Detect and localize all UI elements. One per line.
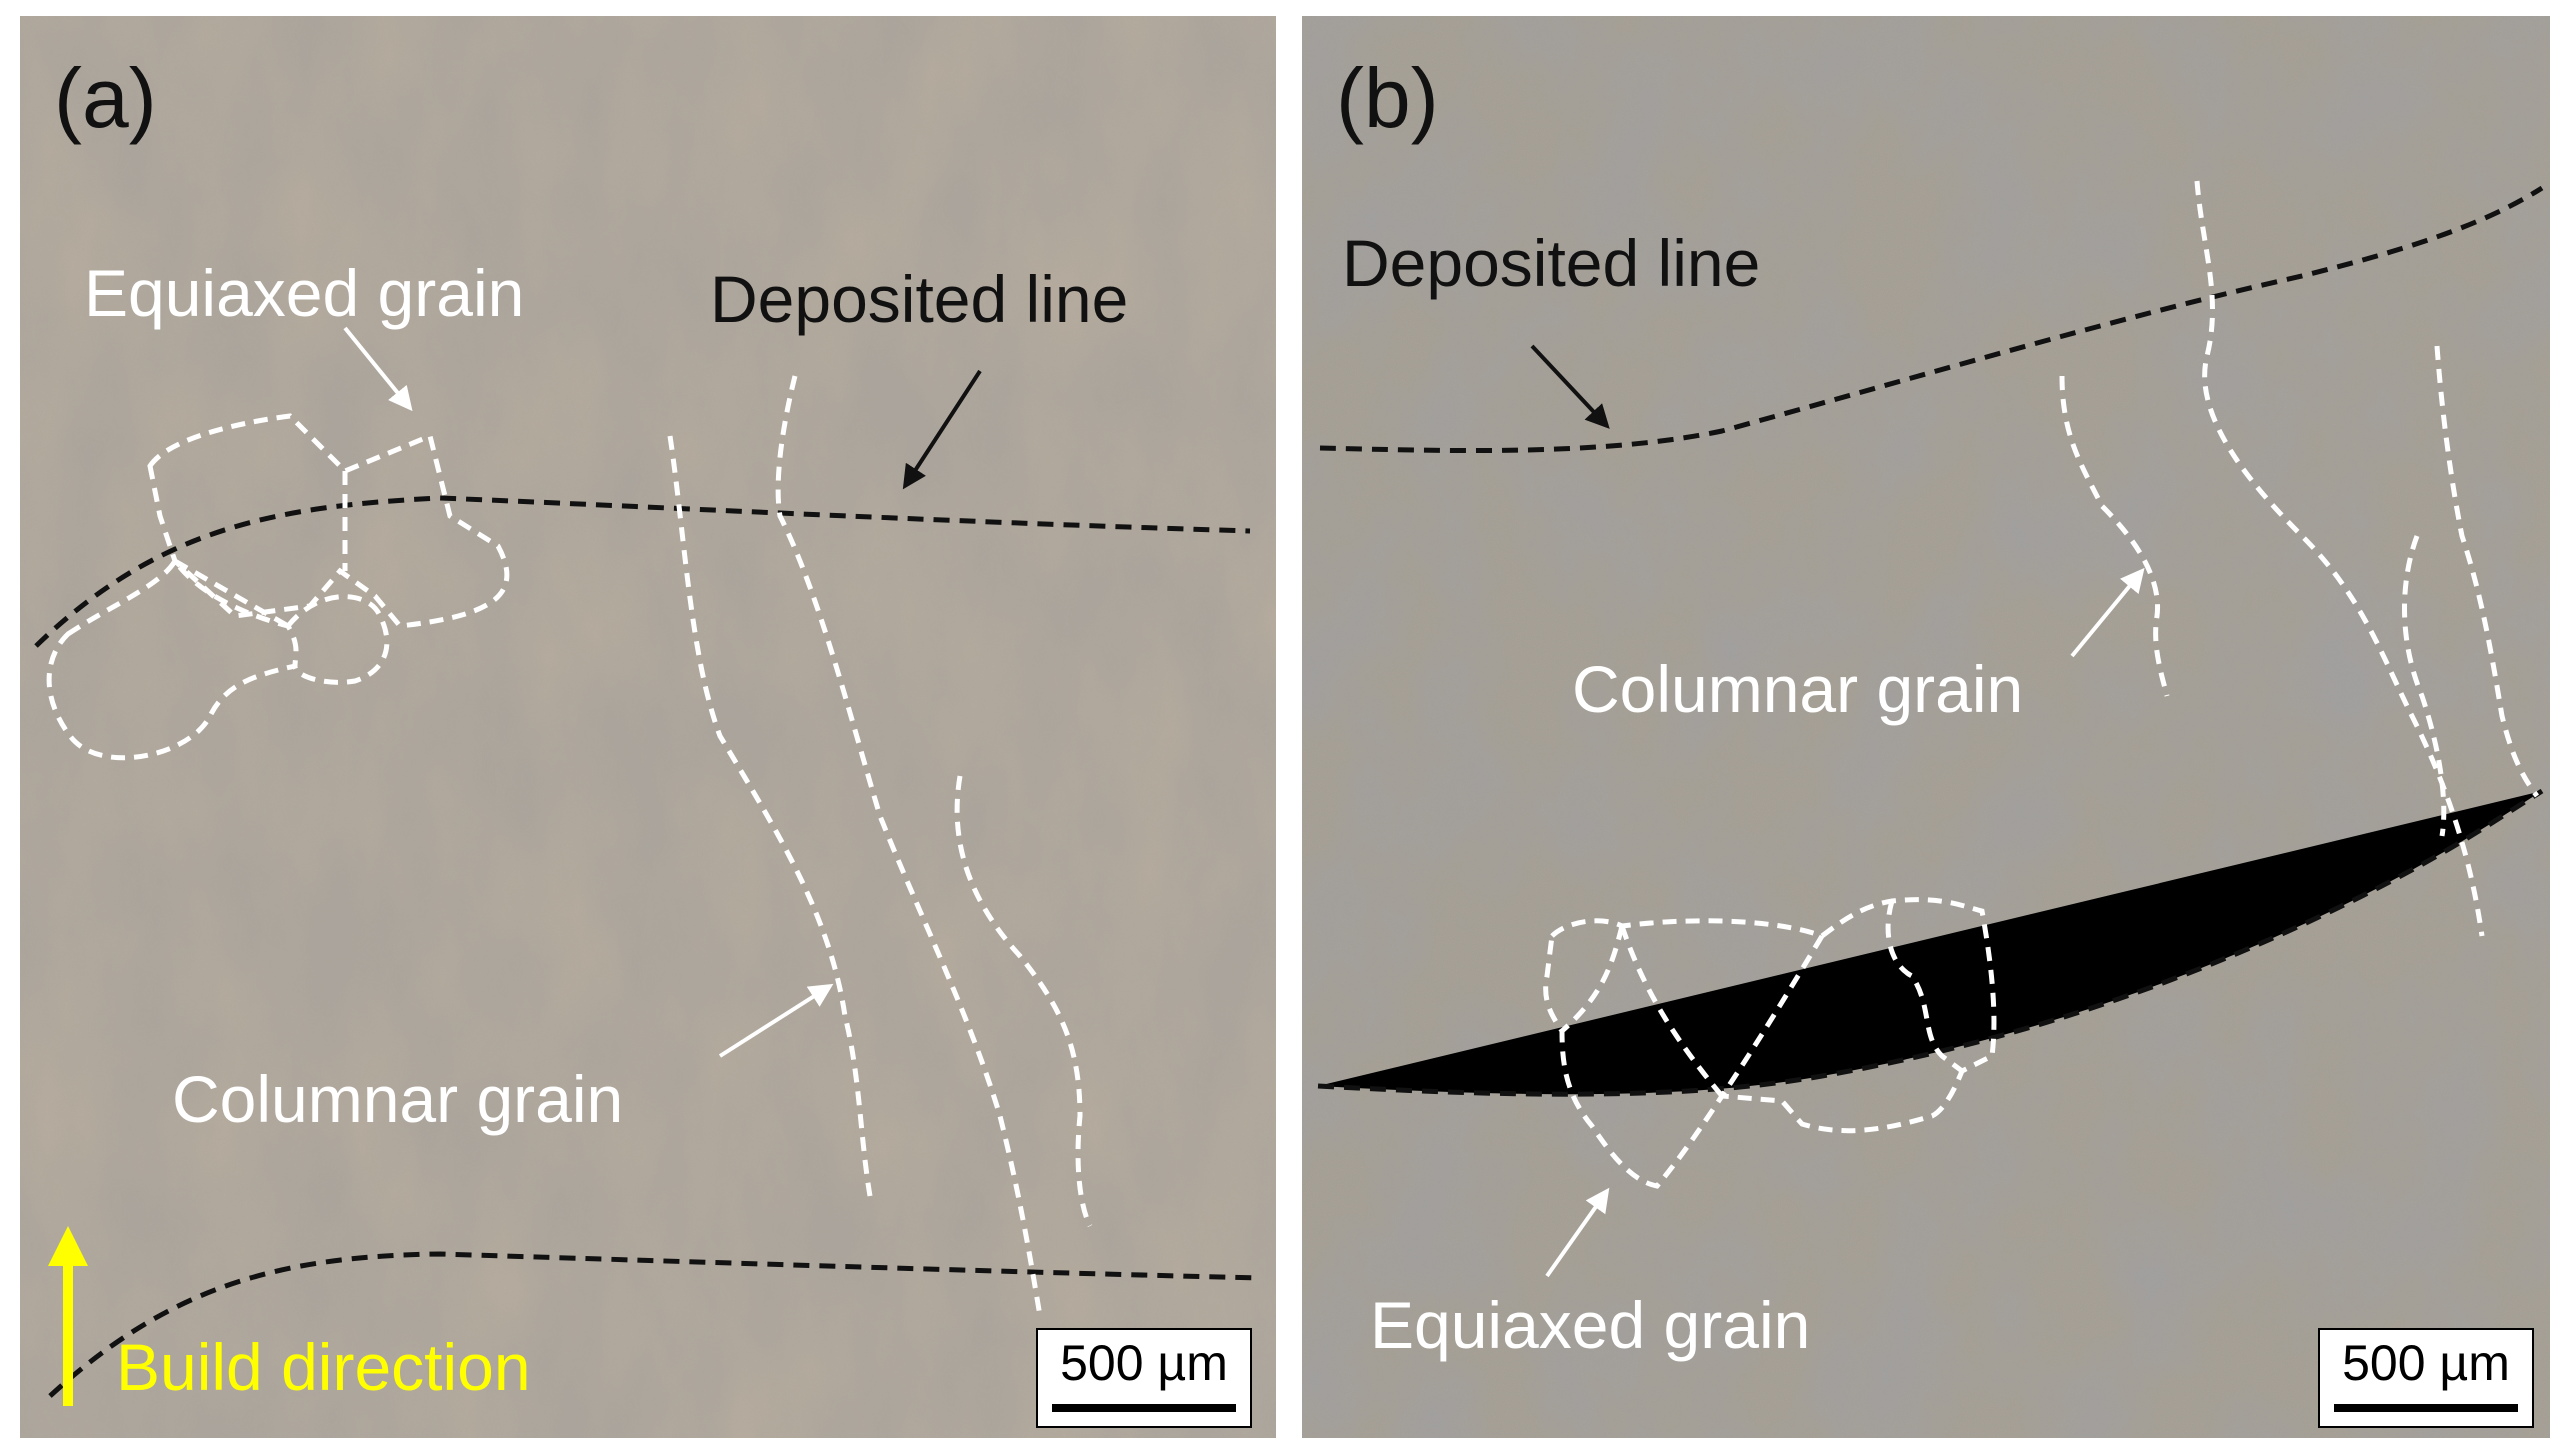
scale-bar-text: 500 µm: [1060, 1335, 1228, 1391]
panel-label-a: (a): [54, 51, 157, 145]
build-direction-label: Build direction: [116, 1330, 531, 1404]
micrograph-panel-a: (a) Equiaxed grain Deposited line Column…: [20, 16, 1276, 1438]
deposited-line-label: Deposited line: [710, 262, 1129, 336]
micrograph-panel-b: (b) Deposited line Columnar grain Equiax…: [1302, 16, 2550, 1438]
equiaxed-grain-label: Equiaxed grain: [1370, 1288, 1811, 1362]
columnar-grain-outlines: [667, 375, 1093, 1317]
equiaxed-grain-label: Equiaxed grain: [84, 256, 525, 330]
equiaxed-grain-outlines: [1543, 897, 1997, 1189]
columnar-grain-label: Columnar grain: [1572, 652, 2024, 726]
micrograph-a-image: [20, 16, 1276, 1438]
deposited-line-lower: [48, 1251, 1261, 1398]
panel-label-b: (b): [1336, 51, 1439, 145]
columnar-grain-label: Columnar grain: [172, 1062, 624, 1136]
arrow-equiaxed: [343, 326, 413, 412]
scale-bar-line: [2334, 1404, 2518, 1412]
scale-bar-line: [1052, 1404, 1236, 1412]
scale-bar-b: 500 µm: [2318, 1328, 2534, 1428]
deposited-line-label: Deposited line: [1342, 226, 1761, 300]
deposited-line-lower: [1318, 791, 2542, 1095]
arrow-columnar: [718, 983, 834, 1058]
deposited-line-upper: [1319, 185, 2544, 454]
arrow-columnar: [2070, 567, 2145, 658]
deposited-line-upper: [34, 495, 1251, 648]
columnar-grain-outlines: [2059, 180, 2540, 937]
arrow-equiaxed: [1545, 1187, 1610, 1278]
arrow-deposited: [1530, 344, 1610, 429]
equiaxed-grain-outlines: [46, 413, 510, 761]
micrograph-b-image: [1302, 16, 2550, 1438]
scale-bar-text: 500 µm: [2342, 1335, 2510, 1391]
scale-bar-a: 500 µm: [1036, 1328, 1252, 1428]
arrow-deposited: [902, 369, 982, 490]
